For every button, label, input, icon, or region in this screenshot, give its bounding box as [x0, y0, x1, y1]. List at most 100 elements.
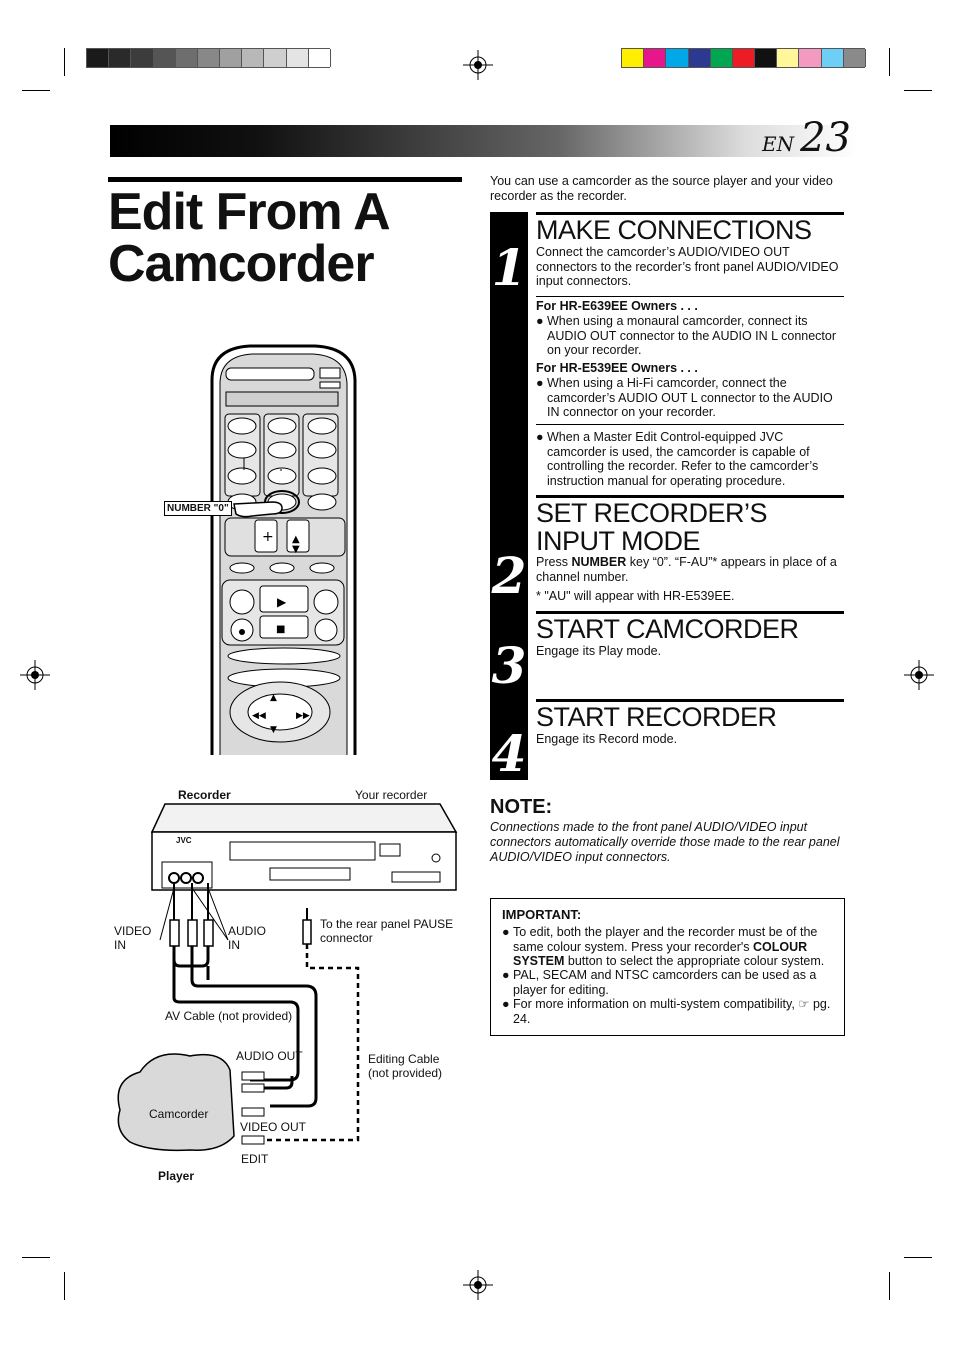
important-item: ●To edit, both the player and the record… — [502, 925, 825, 968]
calibration-swatch — [242, 49, 265, 67]
important-box: IMPORTANT: ●To edit, both the player and… — [490, 898, 845, 1036]
calibration-swatch — [286, 49, 309, 67]
bullet-icon: ● — [502, 997, 510, 1011]
crop-mark — [904, 90, 932, 91]
bullet-item: ●When a Master Edit Control-equipped JVC… — [536, 430, 844, 488]
divider — [536, 296, 844, 297]
video-out-label: VIDEO OUT — [240, 1120, 307, 1134]
bullet-icon: ● — [502, 925, 510, 939]
crop-mark — [904, 1257, 932, 1258]
bullet-icon: ● — [536, 430, 544, 444]
page-header: EN 23 — [762, 118, 851, 158]
av-cable-label: AV Cable (not provided) — [165, 1009, 293, 1023]
camcorder-label: Camcorder — [149, 1107, 209, 1121]
your-recorder-label: Your recorder — [355, 788, 428, 802]
intro-text: You can use a camcorder as the source pl… — [490, 174, 833, 203]
calibration-swatch — [264, 49, 287, 67]
calibration-swatch — [308, 49, 331, 67]
audio-in-label: AUDIO IN — [228, 924, 267, 952]
svg-text:▶▶: ▶▶ — [296, 711, 310, 721]
page-title: Edit From A Camcorder — [108, 183, 391, 293]
step-number: 1 — [491, 238, 527, 297]
calibration-swatch — [732, 49, 756, 67]
important-item: ●PAL, SECAM and NTSC camcorders can be u… — [502, 968, 817, 997]
note-heading: NOTE: — [490, 796, 553, 818]
note-text: Connections made to the front panel AUDI… — [490, 820, 840, 864]
pointing-finger-icon — [233, 501, 283, 518]
bullet-text: When using a Hi-Fi camcorder, connect th… — [547, 376, 833, 419]
bullet-icon: ● — [536, 314, 544, 328]
crop-mark — [64, 48, 65, 76]
svg-text:+: + — [262, 529, 274, 545]
color-calibration-bar — [621, 48, 866, 68]
bullet-text: When using a monaural camcorder, connect… — [547, 314, 837, 357]
recorder-label: Recorder — [178, 788, 231, 802]
step-heading: START RECORDER — [536, 699, 844, 731]
remote-control-illustration: ▶ ■ + ▲ ▼ ▲ ▼ ◀◀ ▶▶ — [210, 344, 357, 755]
page-number: 23 — [800, 115, 852, 161]
calibration-swatch — [153, 49, 176, 67]
svg-text:■: ■ — [276, 624, 285, 635]
svg-text:▶: ▶ — [277, 595, 287, 609]
bullet-item: ●When using a monaural camcorder, connec… — [536, 314, 844, 358]
calibration-swatch — [175, 49, 198, 67]
page-title-line1: Edit From A — [108, 183, 391, 241]
crop-mark — [22, 90, 50, 91]
crop-mark — [22, 1257, 50, 1258]
step-bar — [490, 700, 528, 780]
registration-mark-icon — [463, 50, 493, 80]
step-heading: MAKE CONNECTIONS — [536, 212, 844, 244]
step-number: 4 — [491, 724, 527, 783]
important-item: ●For more information on multi-system co… — [502, 997, 831, 1026]
calibration-swatch — [688, 49, 711, 67]
audio-out-label: AUDIO OUT — [236, 1049, 303, 1063]
title-rule — [108, 177, 462, 182]
pause-connector-label: To the rear panel PAUSE connector — [320, 917, 454, 945]
calibration-swatch — [710, 49, 733, 67]
step-bar — [490, 612, 528, 702]
important-heading: IMPORTANT: — [502, 907, 582, 922]
step-footnote: * "AU" will appear with HR-E539EE. — [536, 589, 735, 603]
header-gradient-bar — [110, 125, 858, 157]
crop-mark — [889, 48, 890, 76]
calibration-swatch — [131, 49, 154, 67]
registration-mark-icon — [463, 1270, 493, 1300]
registration-mark-icon — [20, 660, 50, 690]
bullet-text: When a Master Edit Control-equipped JVC … — [547, 430, 819, 488]
remote-number-label: NUMBER "0" — [164, 501, 232, 516]
step-text: Engage its Play mode. — [536, 644, 662, 658]
page-title-line2: Camcorder — [108, 235, 375, 293]
svg-text:▼: ▼ — [292, 544, 300, 555]
edit-label: EDIT — [241, 1152, 269, 1166]
step-number: 3 — [491, 636, 527, 695]
calibration-swatch — [644, 49, 667, 67]
calibration-swatch — [843, 49, 866, 67]
bullet-item: ●When using a Hi-Fi camcorder, connect t… — [536, 376, 844, 420]
calibration-swatch — [622, 49, 645, 67]
bullet-icon: ● — [536, 376, 544, 390]
calibration-swatch — [109, 49, 132, 67]
calibration-swatch — [777, 49, 800, 67]
step-heading: START CAMCORDER — [536, 611, 844, 643]
editing-cable-label: Editing Cable (not provided) — [368, 1052, 443, 1080]
svg-text:▲: ▲ — [270, 693, 277, 703]
svg-text:▼: ▼ — [270, 725, 277, 735]
model-subheading: For HR-E539EE Owners . . . — [536, 361, 698, 375]
connection-diagram — [117, 803, 458, 1152]
gray-calibration-bar — [86, 48, 331, 68]
crop-mark — [64, 1272, 65, 1300]
brand-label: JVC — [176, 836, 192, 845]
calibration-swatch — [220, 49, 243, 67]
step-text: Connect the camcorder’s AUDIO/VIDEO OUT … — [536, 245, 839, 288]
svg-text:▲: ▲ — [292, 534, 300, 545]
step-heading: SET RECORDER’S INPUT MODE — [536, 495, 844, 555]
crop-mark — [889, 1272, 890, 1300]
step-bar — [490, 212, 528, 498]
step-text: Press NUMBER key “0”. “F-AU”* appears in… — [536, 555, 837, 584]
calibration-swatch — [799, 49, 822, 67]
video-in-label: VIDEO IN — [114, 924, 152, 952]
player-label: Player — [158, 1169, 195, 1183]
svg-text:◀◀: ◀◀ — [252, 711, 266, 721]
language-label: EN — [762, 132, 795, 156]
step-number: 2 — [491, 546, 527, 605]
